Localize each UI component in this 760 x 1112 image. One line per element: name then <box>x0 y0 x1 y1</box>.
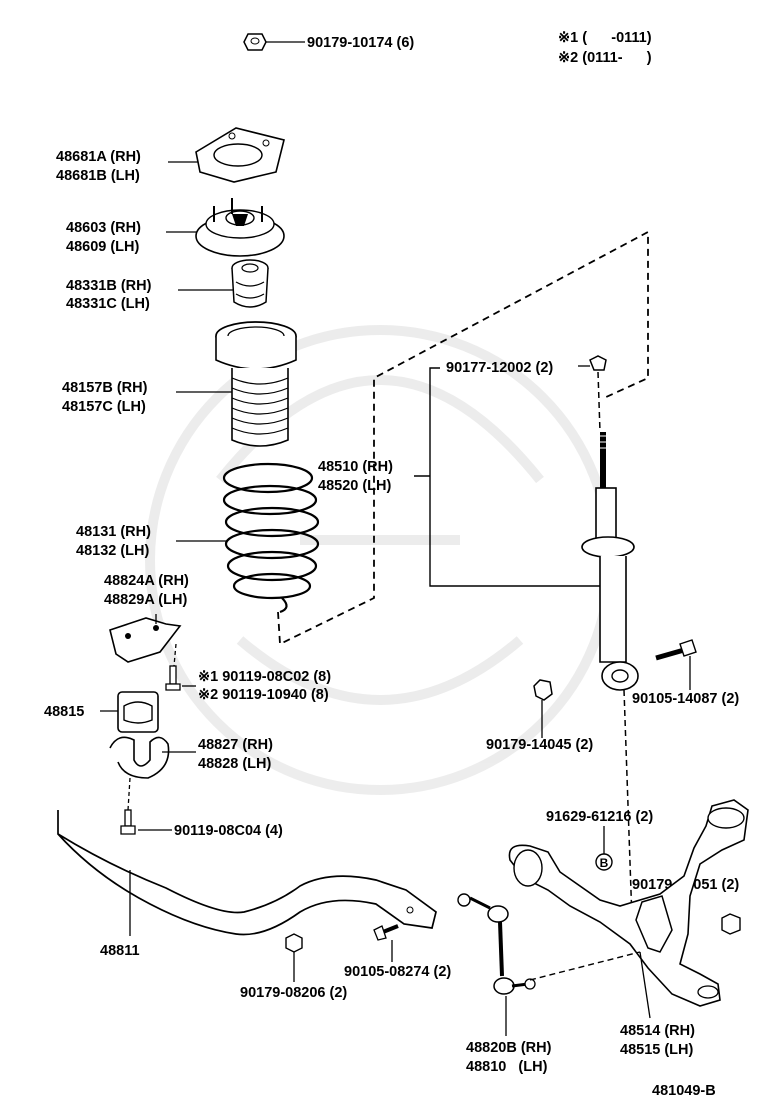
label-48331-rh: 48331B (RH) <box>66 278 152 294</box>
label-48603-rh: 48603 (RH) <box>66 220 141 236</box>
bolt-90119-08c04 <box>120 809 136 835</box>
label-48820-lh: 48810 (LH) <box>466 1059 548 1075</box>
callout-b: B <box>600 856 609 870</box>
footnote-1: ※1 ( -0111) <box>558 30 652 46</box>
stabilizer-bracket-48824 <box>109 617 182 663</box>
label-48331-lh: 48331C (LH) <box>66 296 150 312</box>
bolt-90119-08c02 <box>165 665 181 691</box>
label-91629-61216: 91629-61216 (2) <box>546 809 653 825</box>
label-90119-10940: ※2 90119-10940 (8) <box>198 687 329 703</box>
label-48603-lh: 48609 (LH) <box>66 239 140 255</box>
label-48824-rh: 48824A (RH) <box>104 573 189 589</box>
label-48514-rh: 48514 (RH) <box>620 1023 695 1039</box>
top-nut-90179-10174 <box>243 33 305 51</box>
label-48815: 48815 <box>44 704 84 720</box>
figure-id: 481049-B <box>652 1083 716 1099</box>
nut-90177-12002 <box>589 355 607 371</box>
label-90119-08c04: 90119-08C04 (4) <box>174 823 283 839</box>
label-48681-rh: 48681A (RH) <box>56 149 141 165</box>
spring-bumper-boot-48157 <box>215 321 297 447</box>
stabilizer-bar-bracket-48827 <box>109 736 170 779</box>
footnote-2: ※2 (0111- ) <box>558 50 652 66</box>
bump-stopper-48331 <box>231 259 269 308</box>
stabilizer-link-48820 <box>457 893 536 995</box>
suspension-support-48603 <box>195 198 285 257</box>
label-48827-lh: 48828 (LH) <box>198 756 272 772</box>
stabilizer-bar-48811 <box>57 810 437 936</box>
label-48824-lh: 48829A (LH) <box>104 592 187 608</box>
label-90177-12002: 90177-12002 (2) <box>446 360 553 376</box>
label-48811: 48811 <box>100 943 140 959</box>
label-48681-lh: 48681B (LH) <box>56 168 140 184</box>
stabilizer-bushing-48815 <box>117 691 159 733</box>
nut-90179-08206 <box>285 933 303 953</box>
nut-90179-12051 <box>721 913 741 935</box>
callout-b-circle <box>595 853 613 871</box>
label-90105-08274: 90105-08274 (2) <box>344 964 451 980</box>
watermark <box>145 325 615 795</box>
label-48157-rh: 48157B (RH) <box>62 380 148 396</box>
label-48820-rh: 48820B (RH) <box>466 1040 552 1056</box>
label-90119-08c02: ※1 90119-08C02 (8) <box>198 669 331 685</box>
coil-spring-48131 <box>222 462 320 614</box>
bolt-90105-08274 <box>373 924 399 941</box>
label-90179-10174: 90179-10174 (6) <box>307 35 414 51</box>
assembly-dashed-outline <box>277 230 649 646</box>
label-48510-lh: 48520 (LH) <box>318 478 392 494</box>
label-90179-08206: 90179-08206 (2) <box>240 985 347 1001</box>
upper-insulator-48681 <box>195 127 285 183</box>
bolt-90105-14087 <box>655 639 697 661</box>
label-48131-lh: 48132 (LH) <box>76 543 150 559</box>
shock-absorber-48510 <box>581 432 639 691</box>
label-48131-rh: 48131 (RH) <box>76 524 151 540</box>
steering-knuckle-48514 <box>508 799 749 1007</box>
label-90105-14087: 90105-14087 (2) <box>632 691 739 707</box>
label-48514-lh: 48515 (LH) <box>620 1042 694 1058</box>
label-48827-rh: 48827 (RH) <box>198 737 273 753</box>
label-90179-14045: 90179-14045 (2) <box>486 737 593 753</box>
nut-90179-14045 <box>533 679 553 701</box>
label-48510-rh: 48510 (RH) <box>318 459 393 475</box>
label-48157-lh: 48157C (LH) <box>62 399 146 415</box>
